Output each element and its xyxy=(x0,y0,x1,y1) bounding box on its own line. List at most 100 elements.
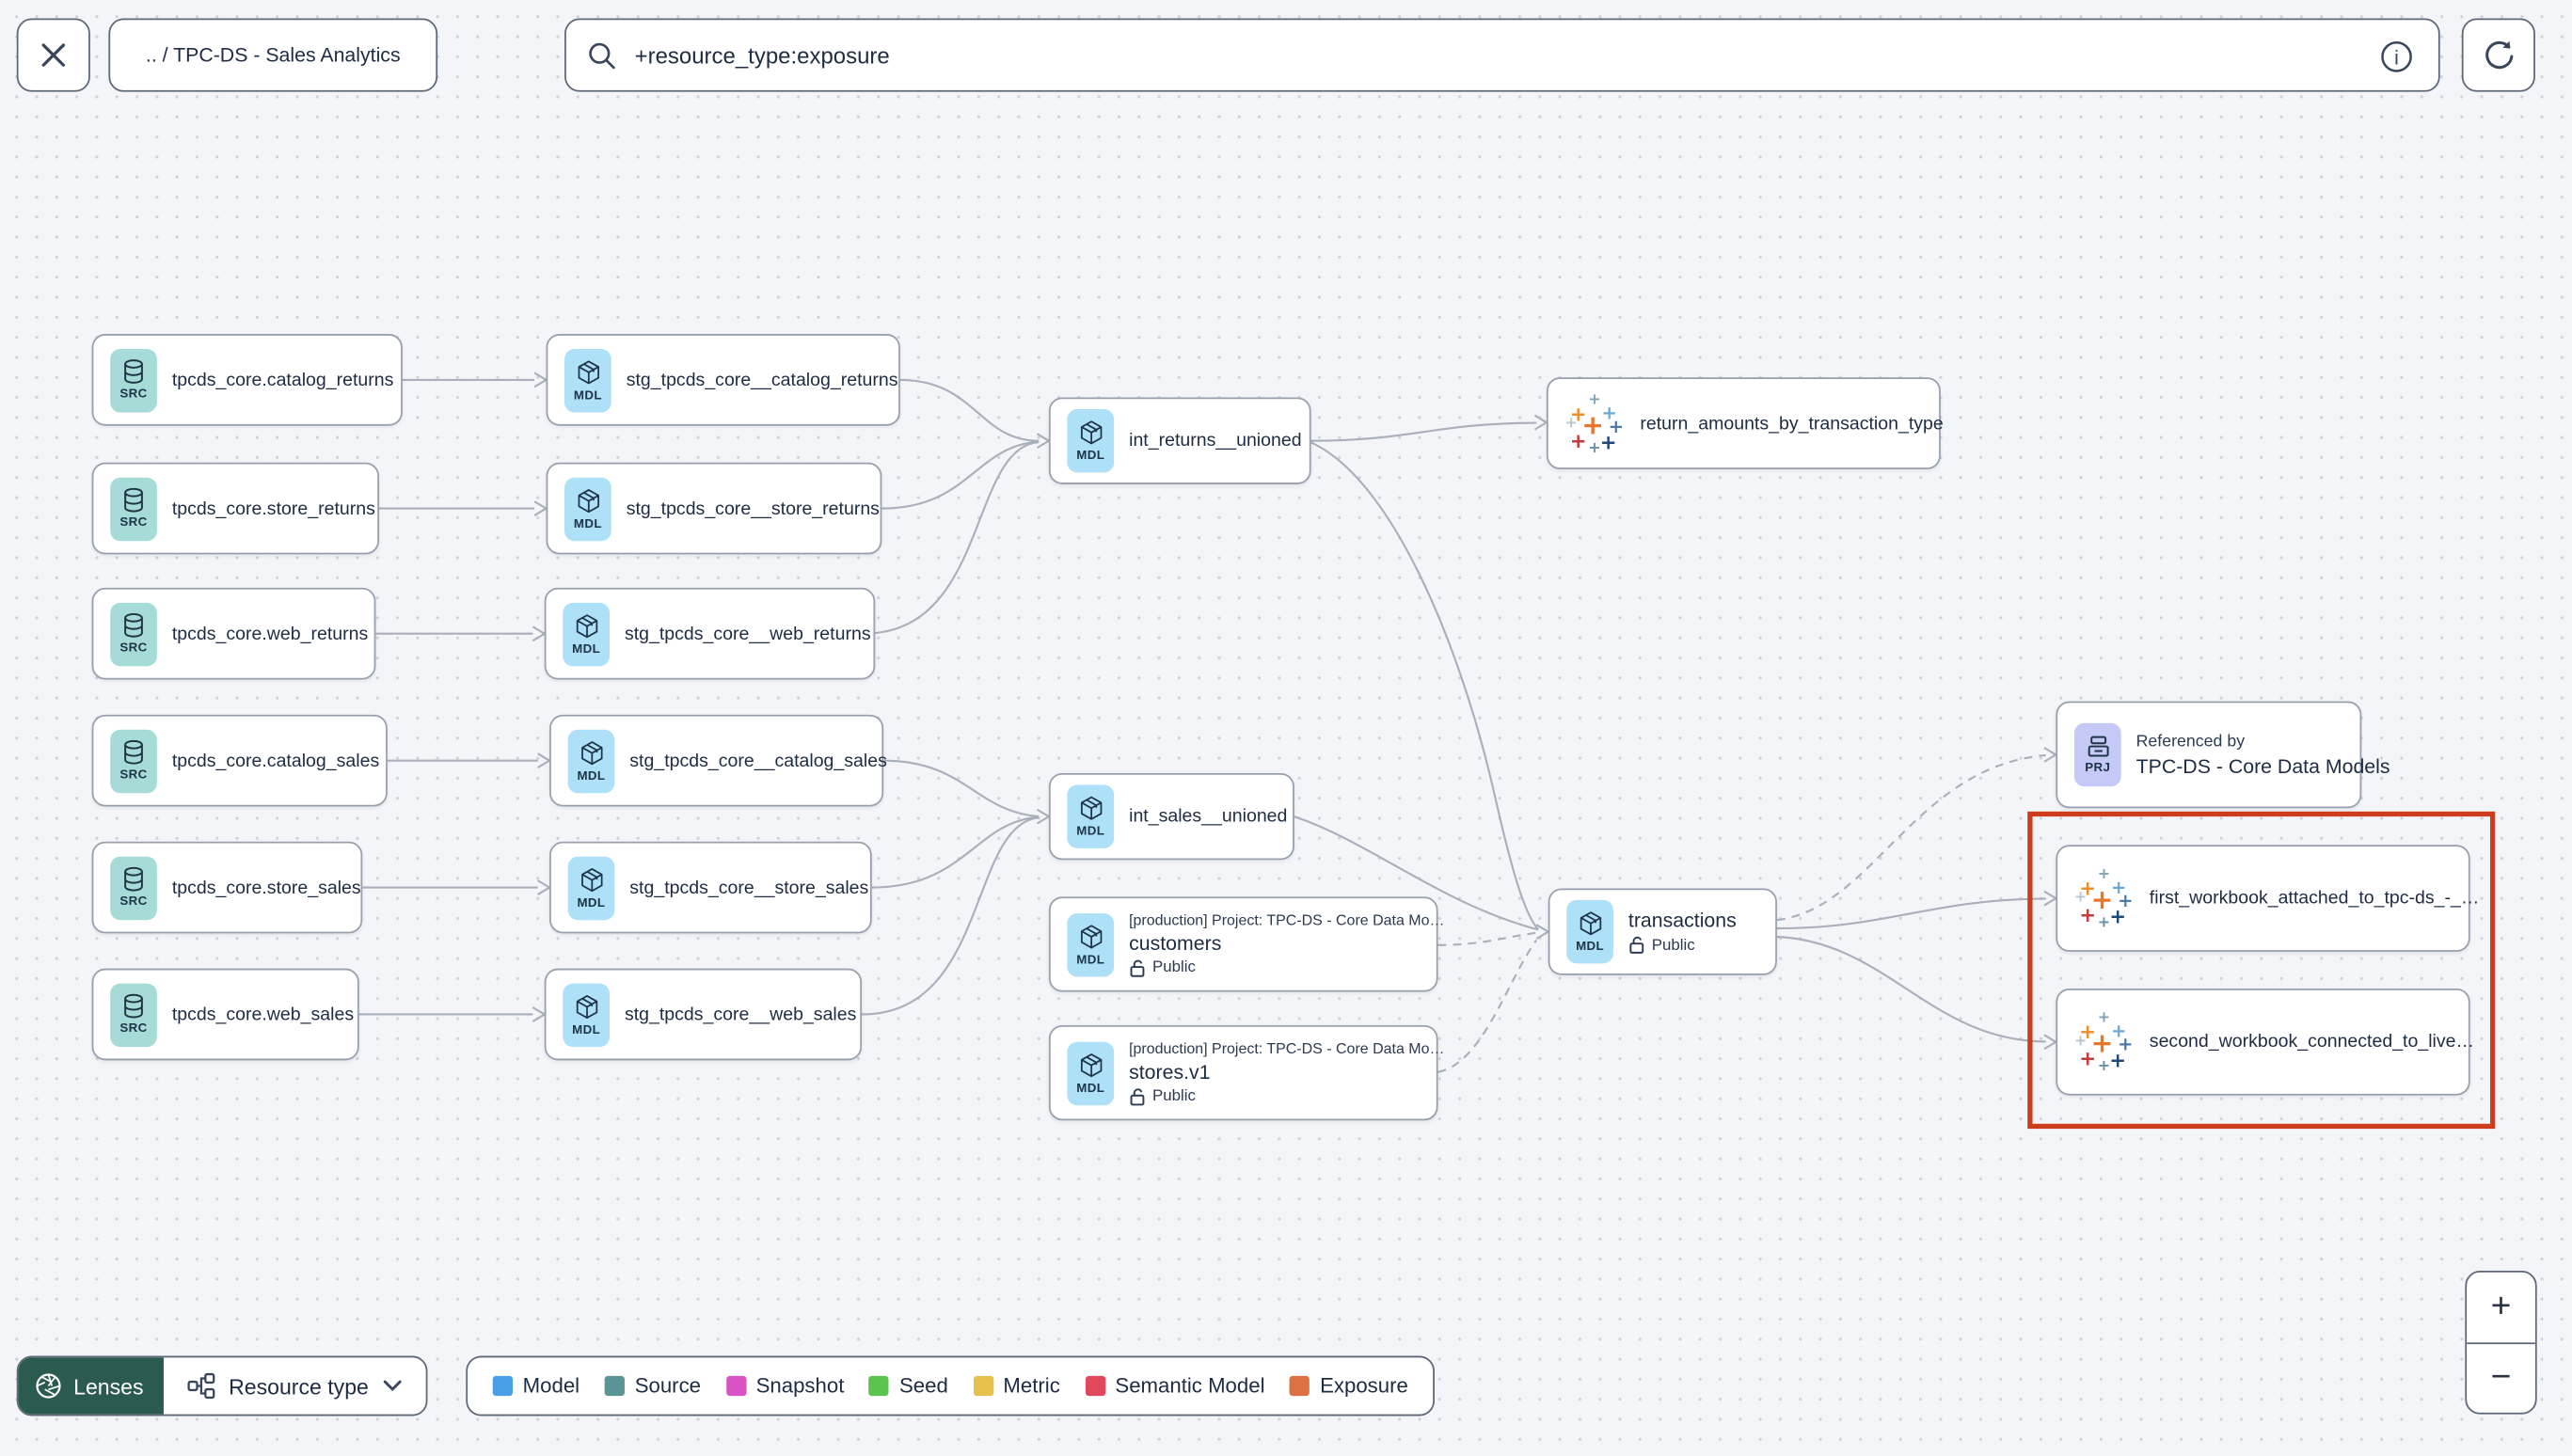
zoom-out-button[interactable]: − xyxy=(2490,1357,2512,1397)
unlock-icon xyxy=(1628,935,1645,955)
node-text: second_workbook_connected_to_live… xyxy=(2150,1032,2474,1052)
node-text: int_sales__unioned xyxy=(1129,806,1287,826)
legend-label: Semantic Model xyxy=(1115,1374,1265,1398)
legend-item-semantic-model: Semantic Model xyxy=(1085,1374,1265,1398)
node-label: tpcds_core.store_sales xyxy=(171,877,361,898)
node-stg-tpcds-core-web-returns[interactable]: MDL stg_tpcds_core__web_returns xyxy=(544,587,876,680)
legend-item-seed: Seed xyxy=(869,1374,948,1398)
node-project-line: [production] Project: TPC-DS - Core Data… xyxy=(1129,910,1445,928)
node-text: stg_tpcds_core__catalog_sales xyxy=(629,750,887,771)
tableau-plus-glyph: + xyxy=(1601,401,1617,424)
edge-arrowhead-icon xyxy=(533,372,548,388)
src-badge-icon: SRC xyxy=(110,601,157,666)
node-label: int_returns__unioned xyxy=(1129,431,1302,451)
refresh-icon xyxy=(2481,38,2516,72)
lineage-edge xyxy=(1776,935,2046,1043)
node-first-workbook[interactable]: +++++++++first_workbook_attached_to_tpc-… xyxy=(2056,845,2479,952)
unlock-icon xyxy=(1129,1086,1146,1106)
tableau-plus-glyph: + xyxy=(1608,415,1624,437)
node-label: stg_tpcds_core__web_returns xyxy=(624,624,871,644)
legend-item-source: Source xyxy=(604,1374,702,1398)
mdl-badge-icon: MDL xyxy=(1067,408,1115,473)
legend-item-model: Model xyxy=(492,1374,579,1398)
node-access-meta: Public xyxy=(1129,957,1420,977)
node-second-workbook[interactable]: +++++++++second_workbook_connected_to_li… xyxy=(2056,988,2474,1096)
tableau-plus-glyph: + xyxy=(2079,877,2097,900)
node-text: stg_tpcds_core__catalog_returns xyxy=(627,370,898,389)
node-text: stg_tpcds_core__store_sales xyxy=(629,877,869,898)
edge-arrowhead-icon xyxy=(537,879,552,895)
node-stores-v1[interactable]: MDL [production] Project: TPC-DS - Core D… xyxy=(1048,1025,1444,1121)
node-text: [production] Project: TPC-DS - Core Data… xyxy=(1129,1039,1444,1106)
node-label: stg_tpcds_core__store_sales xyxy=(629,877,869,898)
tableau-plus-glyph: + xyxy=(2073,1033,2088,1051)
zoom-controls: + − xyxy=(2465,1271,2537,1415)
lenses-button[interactable]: Lenses xyxy=(18,1357,164,1415)
lineage-edge xyxy=(881,440,1040,510)
node-label: tpcds_core.web_returns xyxy=(171,624,369,644)
node-int-returns-unioned[interactable]: MDL int_returns__unioned xyxy=(1048,397,1311,484)
lineage-edge xyxy=(883,759,1040,818)
info-icon[interactable]: i xyxy=(2378,38,2416,75)
edge-arrowhead-icon xyxy=(1036,433,1051,450)
legend-label: Source xyxy=(634,1374,702,1398)
node-customers[interactable]: MDL[production] Project: TPC-DS - Core D… xyxy=(1048,896,1445,992)
legend-item-exposure: Exposure xyxy=(1290,1374,1408,1398)
legend-item-metric: Metric xyxy=(973,1374,1060,1398)
node-return-amounts-by-transaction-type[interactable]: +++++++++return_amounts_by_transaction_t… xyxy=(1546,377,1944,469)
legend-label: Seed xyxy=(898,1374,948,1398)
close-button[interactable] xyxy=(16,18,90,92)
legend-item-snapshot: Snapshot xyxy=(725,1374,844,1398)
tableau-plus-glyph: + xyxy=(2079,1047,2097,1070)
lineage-edge xyxy=(1310,421,1537,442)
refresh-button[interactable] xyxy=(2461,18,2535,92)
breadcrumb[interactable]: .. / TPC-DS - Sales Analytics xyxy=(108,18,438,92)
node-text: stg_tpcds_core__web_sales xyxy=(625,1005,856,1024)
node-tpcds-core-store-returns[interactable]: SRC tpcds_core.store_returns xyxy=(91,462,379,555)
lineage-edge xyxy=(862,816,1040,1016)
node-tpcds-core-store-sales[interactable]: SRC tpcds_core.store_sales xyxy=(91,841,363,934)
unlock-icon xyxy=(1129,957,1146,977)
tableau-plus-glyph: + xyxy=(2110,1020,2127,1042)
legend: Model Source Snapshot Seed Metric Semantic Mo… xyxy=(466,1355,1436,1416)
lineage-edge-indirect xyxy=(1437,939,1538,1073)
mdl-badge-icon: MDL xyxy=(563,601,610,666)
node-stg-tpcds-core-web-sales[interactable]: MDL stg_tpcds_core__web_sales xyxy=(544,968,863,1061)
tableau-plus-glyph: + xyxy=(2109,905,2127,929)
chevron-down-icon xyxy=(382,1379,402,1392)
search-input-value[interactable]: +resource_type:exposure xyxy=(634,42,890,68)
zoom-in-button[interactable]: + xyxy=(2467,1273,2535,1344)
node-label: stg_tpcds_core__catalog_sales xyxy=(629,750,887,771)
tableau-plus-glyph: + xyxy=(2090,883,2114,915)
lineage-edge xyxy=(871,815,1040,889)
edge-arrowhead-icon xyxy=(532,625,547,642)
node-text: tpcds_core.store_returns xyxy=(171,498,375,519)
src-badge-icon: SRC xyxy=(110,855,157,920)
resource-type-dropdown[interactable]: Resource type xyxy=(164,1357,425,1414)
node-label: tpcds_core.store_returns xyxy=(171,498,375,519)
mdl-badge-icon: MDL xyxy=(564,476,611,541)
tableau-plus-glyph: + xyxy=(2079,903,2097,927)
mdl-badge-icon: MDL xyxy=(1067,1040,1115,1105)
legend-swatch xyxy=(1290,1375,1310,1397)
node-tpcds-core-web-returns[interactable]: SRC tpcds_core.web_returns xyxy=(91,587,376,680)
node-access-meta: Public xyxy=(1628,935,1737,955)
node-sublabel: Referenced by xyxy=(2135,732,2246,751)
search-bar[interactable]: +resource_type:exposure i xyxy=(564,18,2440,92)
tableau-icon: +++++++++ xyxy=(1564,392,1625,455)
mdl-badge-icon: MDL xyxy=(563,982,610,1047)
resource-type-icon xyxy=(187,1372,215,1400)
node-text: tpcds_core.catalog_sales xyxy=(172,751,379,770)
src-badge-icon: SRC xyxy=(110,476,157,541)
